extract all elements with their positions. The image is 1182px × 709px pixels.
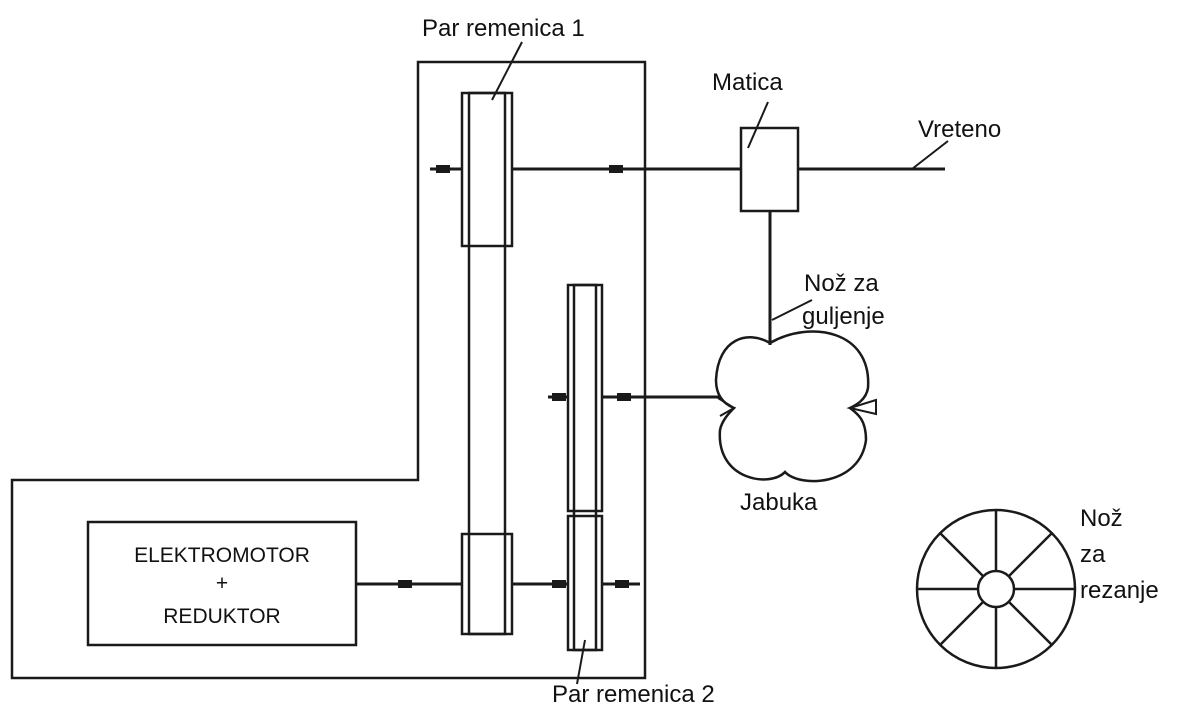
apple-outline xyxy=(714,330,870,483)
motor-label-line2: + xyxy=(216,572,228,595)
apple-left-notch xyxy=(717,397,736,417)
bearing-motor xyxy=(398,580,412,588)
label-matica: Matica xyxy=(712,69,783,96)
label-vreteno: Vreteno xyxy=(918,116,1001,143)
leader-noz-za-guljenje xyxy=(771,299,813,321)
pulley-pair-2 xyxy=(566,283,604,652)
leader-par-remenica-2 xyxy=(576,639,586,685)
bearing-middle-right xyxy=(617,393,631,401)
label-noz-za-rezanje-1: Nož xyxy=(1080,505,1123,532)
leader-matica xyxy=(747,101,769,149)
motor-label-line1: ELEKTROMOTOR xyxy=(134,544,310,567)
bearing-middle-left xyxy=(552,393,566,401)
pulley-pair-1 xyxy=(460,91,514,636)
motor-label-line3: REDUKTOR xyxy=(163,605,280,628)
bearing-lower-right xyxy=(615,580,629,588)
apple-right-notch xyxy=(846,398,877,416)
cutting-knife-wheel xyxy=(915,508,1077,670)
label-par-remenica-1: Par remenica 1 xyxy=(422,15,585,42)
leader-vreteno xyxy=(911,140,949,170)
label-par-remenica-2: Par remenica 2 xyxy=(552,681,715,708)
machine-housing xyxy=(10,60,647,680)
label-jabuka: Jabuka xyxy=(740,489,818,516)
label-noz-za-rezanje-2: za xyxy=(1080,541,1106,568)
leader-par-remenica-1 xyxy=(491,41,523,101)
label-noz-za-guljenje-1: Nož za xyxy=(804,270,879,297)
bearing-upper-right xyxy=(609,165,623,173)
label-noz-za-rezanje-3: rezanje xyxy=(1080,577,1159,604)
bearing-lower-mid xyxy=(552,580,566,588)
bearing-upper-left xyxy=(436,165,450,173)
label-noz-za-guljenje-2: guljenje xyxy=(802,303,885,330)
nut-block xyxy=(739,126,800,213)
